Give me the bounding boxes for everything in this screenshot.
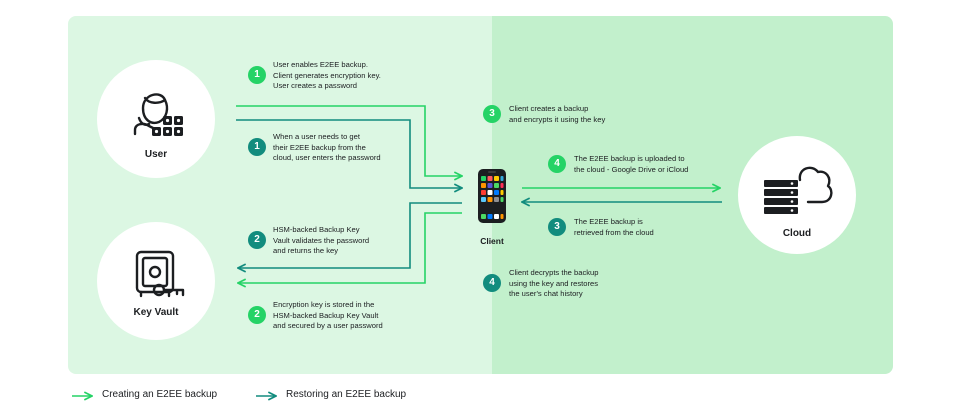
key-vault-node: Key Vault bbox=[97, 222, 215, 340]
step-text: The E2EE backup is uploaded to the cloud… bbox=[574, 154, 689, 174]
safe-with-key-icon bbox=[135, 250, 185, 298]
user-label: User bbox=[144, 149, 168, 160]
step-badge: 1 bbox=[248, 138, 266, 156]
step-badge: 4 bbox=[483, 274, 501, 292]
step-text: Client decrypts the backup using the key… bbox=[509, 268, 599, 298]
arrow-user-to-client-restore bbox=[236, 119, 462, 188]
user-node: User bbox=[97, 60, 215, 178]
arrow-client-to-vault-restore bbox=[238, 202, 462, 268]
server-cloud-icon bbox=[764, 166, 833, 214]
step-badge: 2 bbox=[248, 231, 266, 249]
arrow-user-to-client-create bbox=[236, 105, 462, 176]
cloud-node: Cloud bbox=[738, 136, 856, 254]
step-text: Client creates a backup and encrypts it … bbox=[509, 104, 606, 124]
step-badge: 2 bbox=[248, 306, 266, 324]
client-label: Client bbox=[480, 236, 504, 246]
person-with-keypad-icon bbox=[133, 93, 183, 136]
step-badge: 3 bbox=[483, 105, 501, 123]
key-vault-label: Key Vault bbox=[133, 307, 179, 318]
step-text: HSM-backed Backup Key Vault validates th… bbox=[273, 225, 370, 255]
legend-create-label: Creating an E2EE backup bbox=[102, 389, 218, 400]
step-badge: 4 bbox=[548, 155, 566, 173]
arrow-client-to-vault-create bbox=[238, 212, 462, 283]
step-badge: 1 bbox=[248, 66, 266, 84]
smartphone-icon bbox=[478, 169, 506, 223]
cloud-label: Cloud bbox=[782, 228, 812, 239]
step-text: When a user needs to get their E2EE back… bbox=[273, 132, 381, 162]
step-text: User enables E2EE backup. Client generat… bbox=[273, 60, 381, 90]
legend-restore-label: Restoring an E2EE backup bbox=[286, 389, 407, 400]
step-badge: 3 bbox=[548, 218, 566, 236]
step-text: The E2EE backup is retrieved from the cl… bbox=[574, 217, 654, 237]
step-text: Encryption key is stored in the HSM-back… bbox=[273, 300, 383, 330]
